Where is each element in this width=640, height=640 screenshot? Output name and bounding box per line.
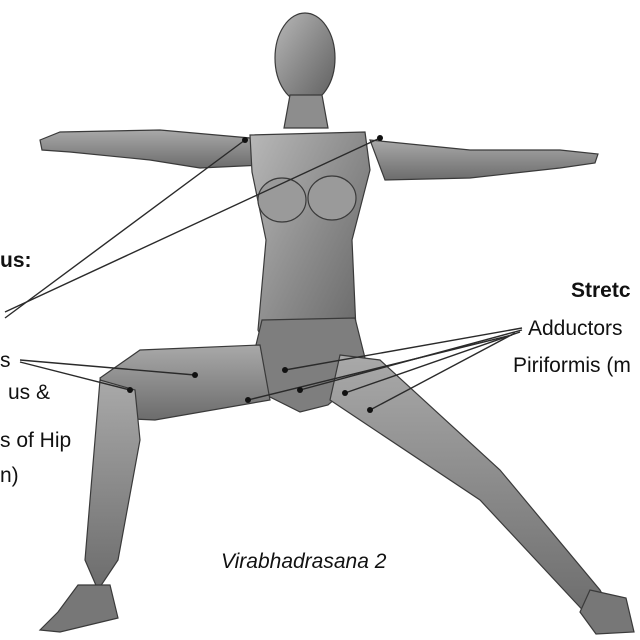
- figure-caption: Virabhadrasana 2: [221, 550, 387, 573]
- callout-dot: [297, 387, 303, 393]
- callout-lines: [4, 137, 523, 411]
- left-label-line-2: us &: [8, 381, 51, 404]
- left-label-line-4: n): [0, 464, 19, 487]
- callout-line: [247, 334, 513, 401]
- callout-dot: [367, 407, 373, 413]
- callout-dot: [192, 372, 198, 378]
- right-leg: [329, 354, 613, 619]
- right-label-piriformis: Piriformis (m: [513, 354, 631, 377]
- neck: [283, 94, 329, 129]
- callout-line: [4, 137, 381, 313]
- callout-dot: [127, 387, 133, 393]
- callout-line: [19, 359, 196, 376]
- left-label-line-3: s of Hip: [0, 429, 72, 452]
- right-label-adductors: Adductors: [528, 317, 623, 340]
- left-chest: [257, 177, 307, 223]
- left-arm: [39, 129, 263, 169]
- left-heading-label: us:: [0, 249, 32, 272]
- callout-dot: [242, 137, 248, 143]
- right-heading-label: Stretc: [571, 279, 631, 302]
- callout-line: [284, 327, 523, 371]
- callout-line: [369, 332, 516, 411]
- left-label-line-1: s: [0, 349, 11, 372]
- right-chest: [307, 175, 357, 221]
- callout-line: [344, 331, 521, 394]
- head: [274, 12, 336, 104]
- callout-dots: [127, 135, 383, 413]
- callout-dot: [377, 135, 383, 141]
- left-shin: [84, 379, 141, 592]
- right-arm: [369, 139, 599, 181]
- callout-line: [19, 361, 131, 391]
- callout-dot: [342, 390, 348, 396]
- left-foot: [38, 584, 119, 633]
- callout-dot: [282, 367, 288, 373]
- callout-line: [4, 139, 246, 319]
- callout-dot: [245, 397, 251, 403]
- right-foot: [579, 589, 635, 635]
